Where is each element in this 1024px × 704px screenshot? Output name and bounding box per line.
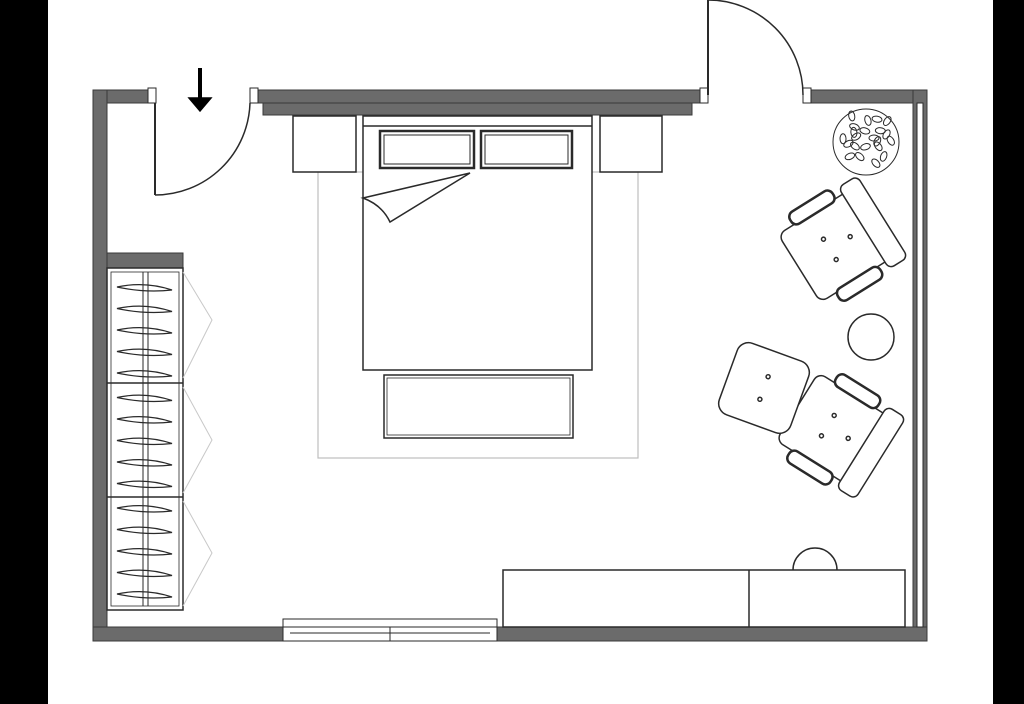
- wall-top-right: [809, 89, 928, 104]
- armchair-top: [780, 177, 907, 302]
- hanger: [116, 505, 173, 513]
- side-table: [847, 313, 895, 361]
- dresser: [502, 569, 906, 628]
- folded-sheet: [360, 172, 471, 224]
- hanger: [116, 305, 173, 314]
- leaf: [882, 116, 892, 126]
- hanger: [116, 437, 173, 446]
- hanger: [116, 591, 173, 599]
- hanger: [116, 480, 173, 489]
- hanger: [116, 370, 173, 378]
- leaf: [850, 126, 858, 138]
- nightstand-left: [292, 115, 357, 173]
- wall-ledge: [106, 252, 184, 269]
- pillow: [479, 129, 574, 170]
- wall-left: [92, 89, 108, 642]
- pillow: [378, 129, 476, 170]
- leaf: [851, 132, 862, 141]
- hanger: [116, 394, 173, 403]
- leaf: [839, 133, 847, 145]
- wall-top: [257, 89, 701, 104]
- hanger: [116, 284, 173, 292]
- wardrobe: [106, 267, 213, 611]
- leaf: [848, 110, 856, 122]
- armchair-bottom: [778, 373, 905, 498]
- leaf: [843, 139, 854, 148]
- leaf: [873, 136, 882, 147]
- entrance-arrow-icon: [187, 68, 213, 113]
- wardrobe-door-swings: [182, 271, 213, 607]
- hanger: [116, 569, 173, 578]
- leaf: [859, 127, 871, 135]
- leaf: [886, 135, 895, 146]
- leaf: [850, 141, 860, 151]
- balcony-door: [707, 0, 804, 96]
- wall-bottom-right: [496, 626, 928, 642]
- bed: [360, 115, 593, 371]
- hanger: [116, 548, 173, 556]
- leaf: [873, 141, 883, 152]
- stool: [792, 547, 838, 571]
- door-jambs: [147, 87, 812, 104]
- leaf: [864, 115, 872, 126]
- entrance-door: [154, 102, 251, 196]
- leaf: [871, 158, 881, 168]
- nightstand-right: [599, 115, 663, 173]
- wall-bottom-left: [92, 626, 284, 642]
- bench: [383, 374, 574, 439]
- leaf: [844, 152, 856, 161]
- wall-top-inner: [262, 102, 693, 116]
- hanger: [116, 459, 173, 467]
- hanger: [116, 327, 173, 335]
- hanger: [116, 416, 173, 424]
- leaf: [879, 151, 888, 162]
- leaf: [871, 115, 883, 123]
- hanger: [116, 348, 173, 357]
- window-right: [916, 102, 924, 628]
- window-bottom: [282, 618, 498, 642]
- hanger: [116, 526, 173, 535]
- ottoman: [717, 341, 811, 435]
- leaf: [849, 123, 860, 131]
- leaf: [855, 152, 865, 162]
- plant-icon: [832, 108, 900, 176]
- leaf: [860, 143, 871, 151]
